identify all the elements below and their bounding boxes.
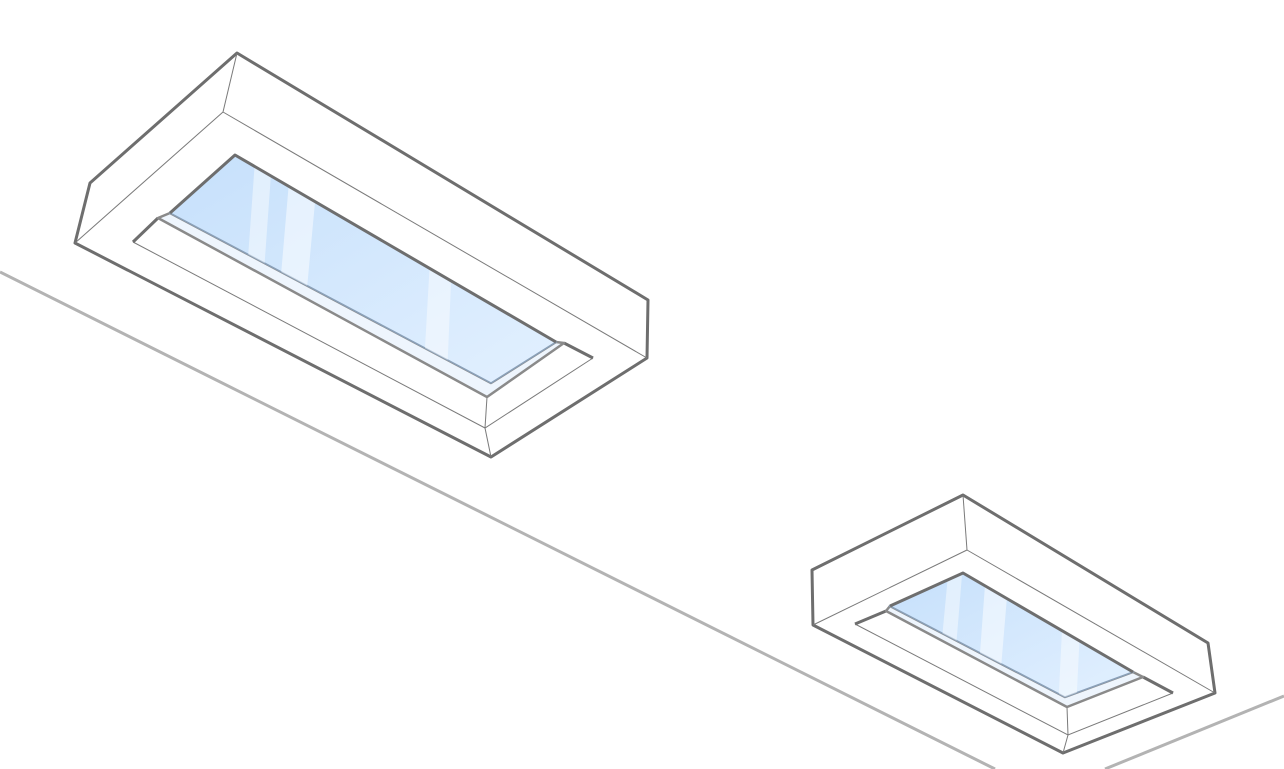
curb-edge [222, 111, 648, 359]
small-skylight [810, 493, 1217, 755]
glass-top-edge [889, 571, 1134, 674]
curb-edge [966, 549, 1216, 694]
recess-top-edge [854, 609, 887, 626]
floor-edge-line-right [1104, 694, 1284, 769]
recess-edge [484, 427, 492, 458]
curb-edge [812, 549, 968, 626]
recess-edge [1066, 706, 1069, 736]
recess-top-edge [1142, 675, 1174, 695]
glass-top-edge [169, 153, 557, 344]
large-skylight [73, 51, 650, 459]
curb-edge [222, 52, 238, 113]
curb-edge [962, 494, 968, 551]
recess-top-edge [131, 216, 160, 244]
recess-edge [1062, 734, 1069, 754]
floor-edge-line-left [0, 270, 996, 769]
glass-pane [168, 154, 558, 384]
recess-edge [484, 396, 488, 429]
recess-top-edge [563, 341, 594, 360]
curb-edge [74, 111, 224, 244]
